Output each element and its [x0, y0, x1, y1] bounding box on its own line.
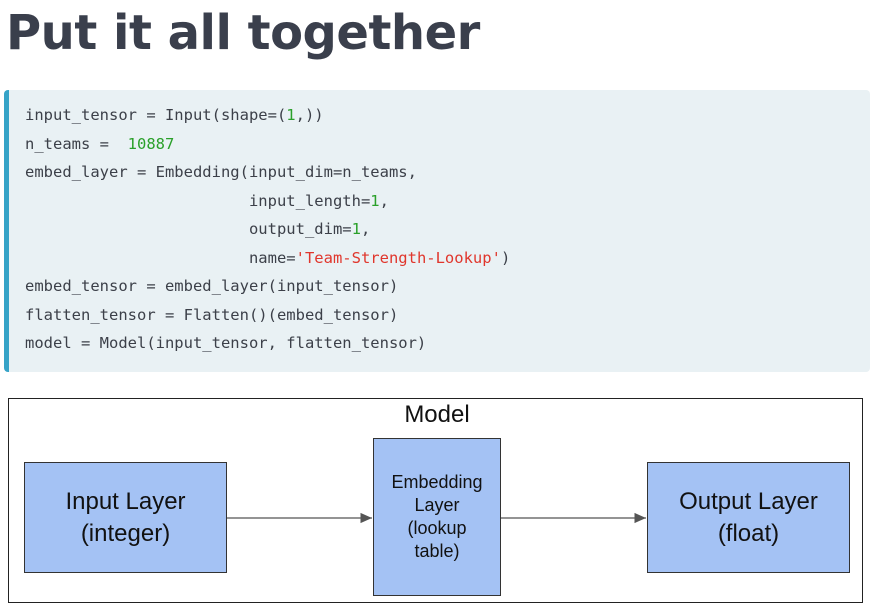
- code-text: flatten_tensor = Flatten()(embed_tensor): [25, 305, 399, 324]
- code-line: name='Team-Strength-Lookup'): [25, 248, 510, 268]
- code-text: ,: [360, 220, 371, 238]
- code-text: embed_layer = Embedding(input_dim=n_team…: [25, 163, 417, 181]
- code-line: embed_layer = Embedding(input_dim=n_team…: [25, 162, 417, 182]
- code-line: flatten_tensor = Flatten()(embed_tensor): [25, 305, 398, 325]
- code-number: 1: [286, 106, 296, 124]
- code-number: 1: [351, 220, 361, 238]
- diagram-arrows: [227, 512, 646, 524]
- output-layer-label: Output Layer (float): [679, 487, 818, 547]
- code-text: n_teams =: [25, 134, 128, 153]
- code-line: input_length=1,: [25, 191, 389, 211]
- code-text: ,)): [295, 106, 324, 124]
- embedding-layer-box: Embedding Layer (lookup table): [373, 438, 501, 596]
- input-layer-box: Input Layer (integer): [24, 462, 227, 573]
- code-text: input_length=: [25, 191, 371, 210]
- slide-title: Put it all together: [6, 5, 480, 61]
- code-number: 1: [370, 191, 380, 210]
- code-line: model = Model(input_tensor, flatten_tens…: [25, 333, 426, 353]
- code-line: embed_tensor = embed_layer(input_tensor): [25, 276, 398, 296]
- code-text: output_dim=: [25, 220, 352, 238]
- code-text: input_tensor = Input(shape=(: [25, 106, 287, 124]
- code-line: n_teams = 10887: [25, 134, 174, 154]
- output-layer-box: Output Layer (float): [647, 462, 850, 573]
- code-text: model = Model(input_tensor, flatten_tens…: [25, 334, 427, 352]
- code-block: input_tensor = Input(shape=(1,))n_teams …: [4, 90, 870, 372]
- code-text: embed_tensor = embed_layer(input_tensor): [25, 277, 399, 295]
- input-layer-label: Input Layer (integer): [65, 487, 186, 547]
- model-diagram: Model Input Layer (integer) Embedding La…: [0, 390, 874, 613]
- code-string: 'Team-Strength-Lookup': [295, 248, 501, 267]
- code-line: output_dim=1,: [25, 219, 370, 239]
- embedding-layer-label: Embedding Layer (lookup table): [391, 472, 483, 561]
- code-number: 10887: [127, 134, 175, 153]
- model-label: Model: [404, 401, 470, 428]
- code-text: ): [500, 248, 511, 267]
- code-line: input_tensor = Input(shape=(1,)): [25, 105, 324, 125]
- code-text: ,: [379, 191, 389, 210]
- code-text: name=: [25, 248, 296, 267]
